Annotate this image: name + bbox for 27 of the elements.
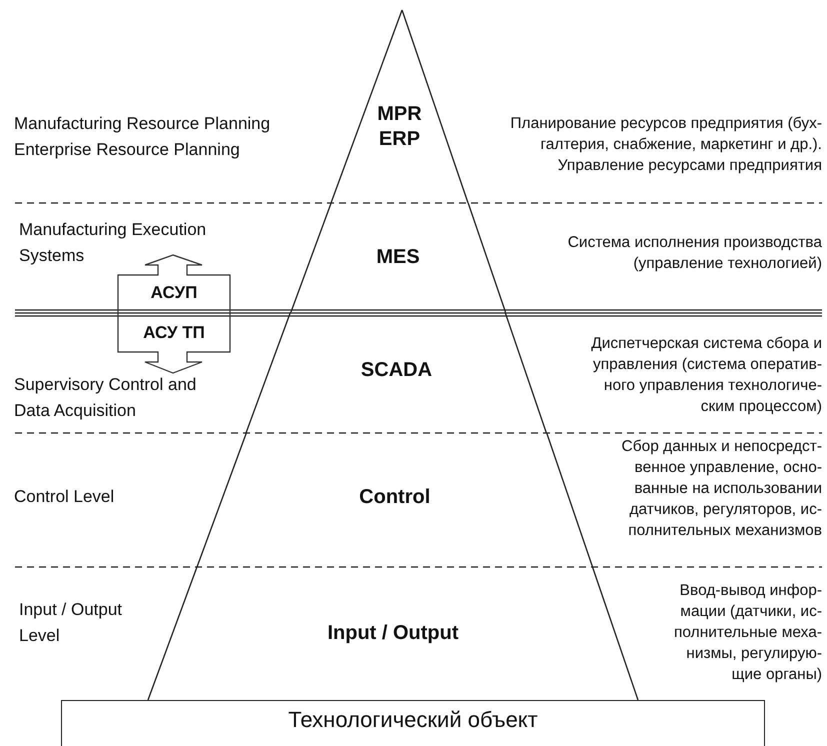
level-description: Диспетчерская система сбора и управления (система оператив- ного управления технологиче- ским процессом) (590, 334, 822, 417)
pyramid-level (148, 567, 638, 700)
system-label: АСУП (150, 282, 198, 304)
level-name: Enterprise Resource Planning (14, 139, 241, 161)
level-title: Control (358, 484, 432, 510)
level-title: SCADA (360, 358, 434, 382)
level-name: Manufacturing Resource Planning (14, 113, 272, 135)
level-description: Ввод-вывод инфор- мации (датчики, ис- полнительные меха- низмы, регулирую- щие органы) (672, 581, 822, 685)
level-name: Manufacturing Execution Systems (19, 219, 208, 267)
level-description: Сбор данных и непосредст- венное управление, осно- ванные на использовании датчиков, регуляторов, ис- полнительных механизмов (620, 437, 822, 541)
object-label: Технологический объект (287, 707, 539, 733)
pyramid-level (290, 203, 506, 312)
level-title: MPR (376, 102, 423, 127)
level-title: MES (375, 244, 421, 270)
system-label: АСУ ТП (142, 322, 206, 344)
level-description: Планирование ресурсов предприятия (бух- галтерия, снабжение, маркетинг и др.). Управление ресурсами предприятия (509, 114, 822, 176)
pyramid-level (196, 433, 592, 567)
pyramid-level (246, 312, 547, 433)
base-box (61, 700, 765, 746)
level-description: Система исполнения производства (управление технологией) (566, 233, 822, 274)
level-name: Supervisory Control and Data Acquisition (14, 374, 198, 422)
level-name: Control Level (14, 486, 116, 508)
level-title: ERP (378, 127, 422, 152)
level-title: Input / Output (326, 620, 460, 646)
level-name: Input / Output Level (19, 599, 124, 647)
pyramid-level (330, 10, 468, 203)
double-arrow (117, 254, 231, 374)
